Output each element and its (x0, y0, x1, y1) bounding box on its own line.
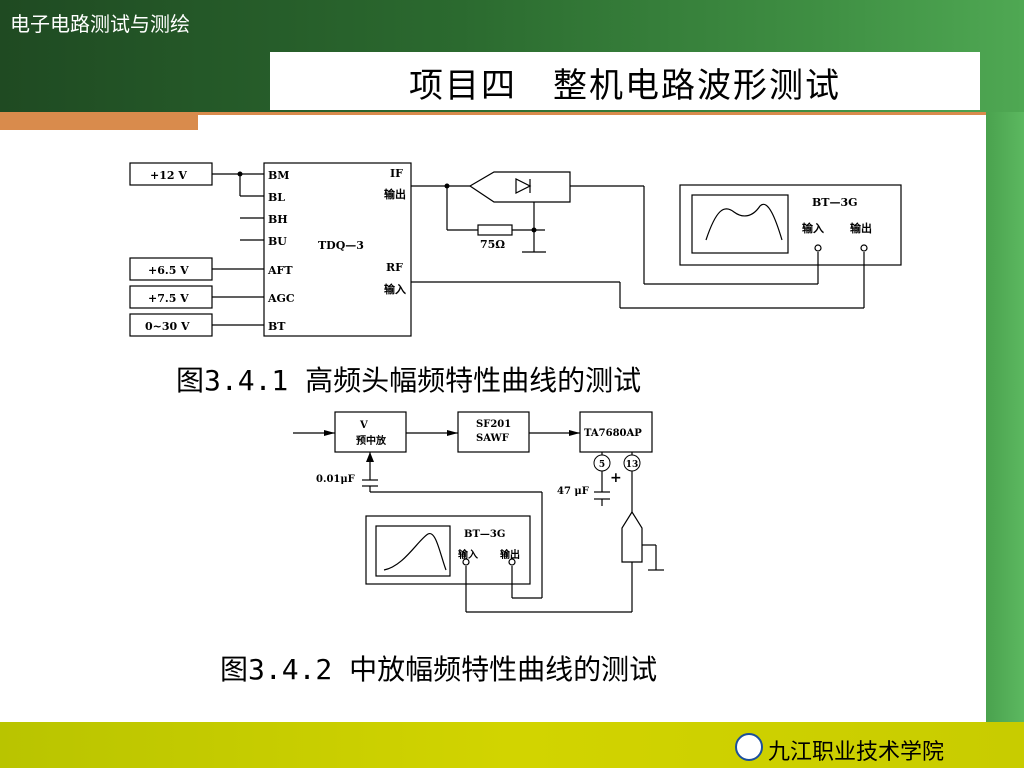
filter-line2: SAWF (476, 433, 509, 444)
pin-bl: BL (268, 191, 285, 204)
supply-label-12v: +12 V (150, 169, 187, 182)
arrow-up (366, 452, 374, 462)
sweeper-in-label-2: 输入 (458, 548, 478, 561)
page-title: 项目四 整机电路波形测试 (409, 66, 841, 106)
preamp-sub: 预中放 (356, 434, 387, 447)
arrow-1 (447, 430, 458, 436)
pin5-label: 5 (599, 460, 605, 470)
detector-probe-2 (621, 510, 643, 563)
sweeper-box-1 (679, 184, 902, 266)
arrow-in (324, 430, 335, 436)
cap1-label: 0.01μF (316, 474, 355, 485)
sweeper-screen-2 (375, 525, 451, 577)
footer-band (0, 722, 1024, 768)
ic-name: TA7680AP (584, 428, 642, 439)
sweeper-out-label-1: 输出 (850, 221, 872, 235)
response-curve-1 (705, 203, 783, 241)
sweeper-box-2 (365, 515, 531, 585)
pin-if-out: 输出 (384, 187, 406, 201)
sweeper-in-label-1: 输入 (802, 221, 824, 235)
preamp-v: V (359, 420, 368, 431)
pin13-label: 13 (626, 460, 639, 470)
course-title: 电子电路测试与测绘 (10, 12, 190, 36)
tuner-box (263, 162, 412, 337)
resistor-75ohm (477, 224, 513, 236)
pin-aft: AFT (267, 264, 293, 277)
pin13-marker (623, 454, 641, 472)
cap2-plus: + (610, 470, 622, 486)
pin-agc: AGC (267, 292, 295, 305)
pin5-marker (593, 454, 611, 472)
pin-bm: BM (268, 169, 289, 182)
pin-rf: RF (386, 261, 403, 274)
resistor-label: 75Ω (480, 238, 505, 251)
figure1-caption: 图3.4.1 高频头幅频特性曲线的测试 (176, 364, 642, 397)
supply-label-6v5: +6.5 V (148, 264, 189, 277)
accent-line (198, 112, 986, 115)
tuner-name: TDQ—3 (318, 239, 364, 252)
diode (515, 178, 532, 194)
response-curve-2 (383, 533, 447, 571)
ic-box (579, 411, 653, 453)
right-stripe (986, 112, 1024, 722)
school-logo-icon (735, 733, 763, 761)
accent-bar (0, 112, 198, 130)
pin-bt: BT (268, 320, 286, 333)
supply-label-0-30v: 0~30 V (145, 320, 190, 333)
sweeper-out-label-2: 输出 (500, 548, 520, 561)
pin-rf-in: 输入 (384, 282, 406, 296)
title-box: 项目四 整机电路波形测试 (270, 52, 980, 110)
saw-filter-box (457, 411, 530, 453)
pin-bh: BH (268, 213, 288, 226)
sweeper-name-2: BT—3G (464, 529, 505, 540)
pin-if: IF (390, 167, 403, 180)
detector-probe (469, 171, 571, 203)
supply-label-7v5: +7.5 V (148, 292, 189, 305)
figure2-caption: 图3.4.2 中放幅频特性曲线的测试 (220, 653, 658, 686)
sweeper-name-1: BT—3G (812, 196, 858, 209)
pin-bu: BU (268, 235, 287, 248)
sweeper-screen-1 (691, 194, 789, 254)
filter-line1: SF201 (476, 419, 511, 430)
cap2-label: 47 μF (557, 486, 589, 497)
school-name: 九江职业技术学院 (768, 740, 945, 765)
arrow-2 (569, 430, 580, 436)
